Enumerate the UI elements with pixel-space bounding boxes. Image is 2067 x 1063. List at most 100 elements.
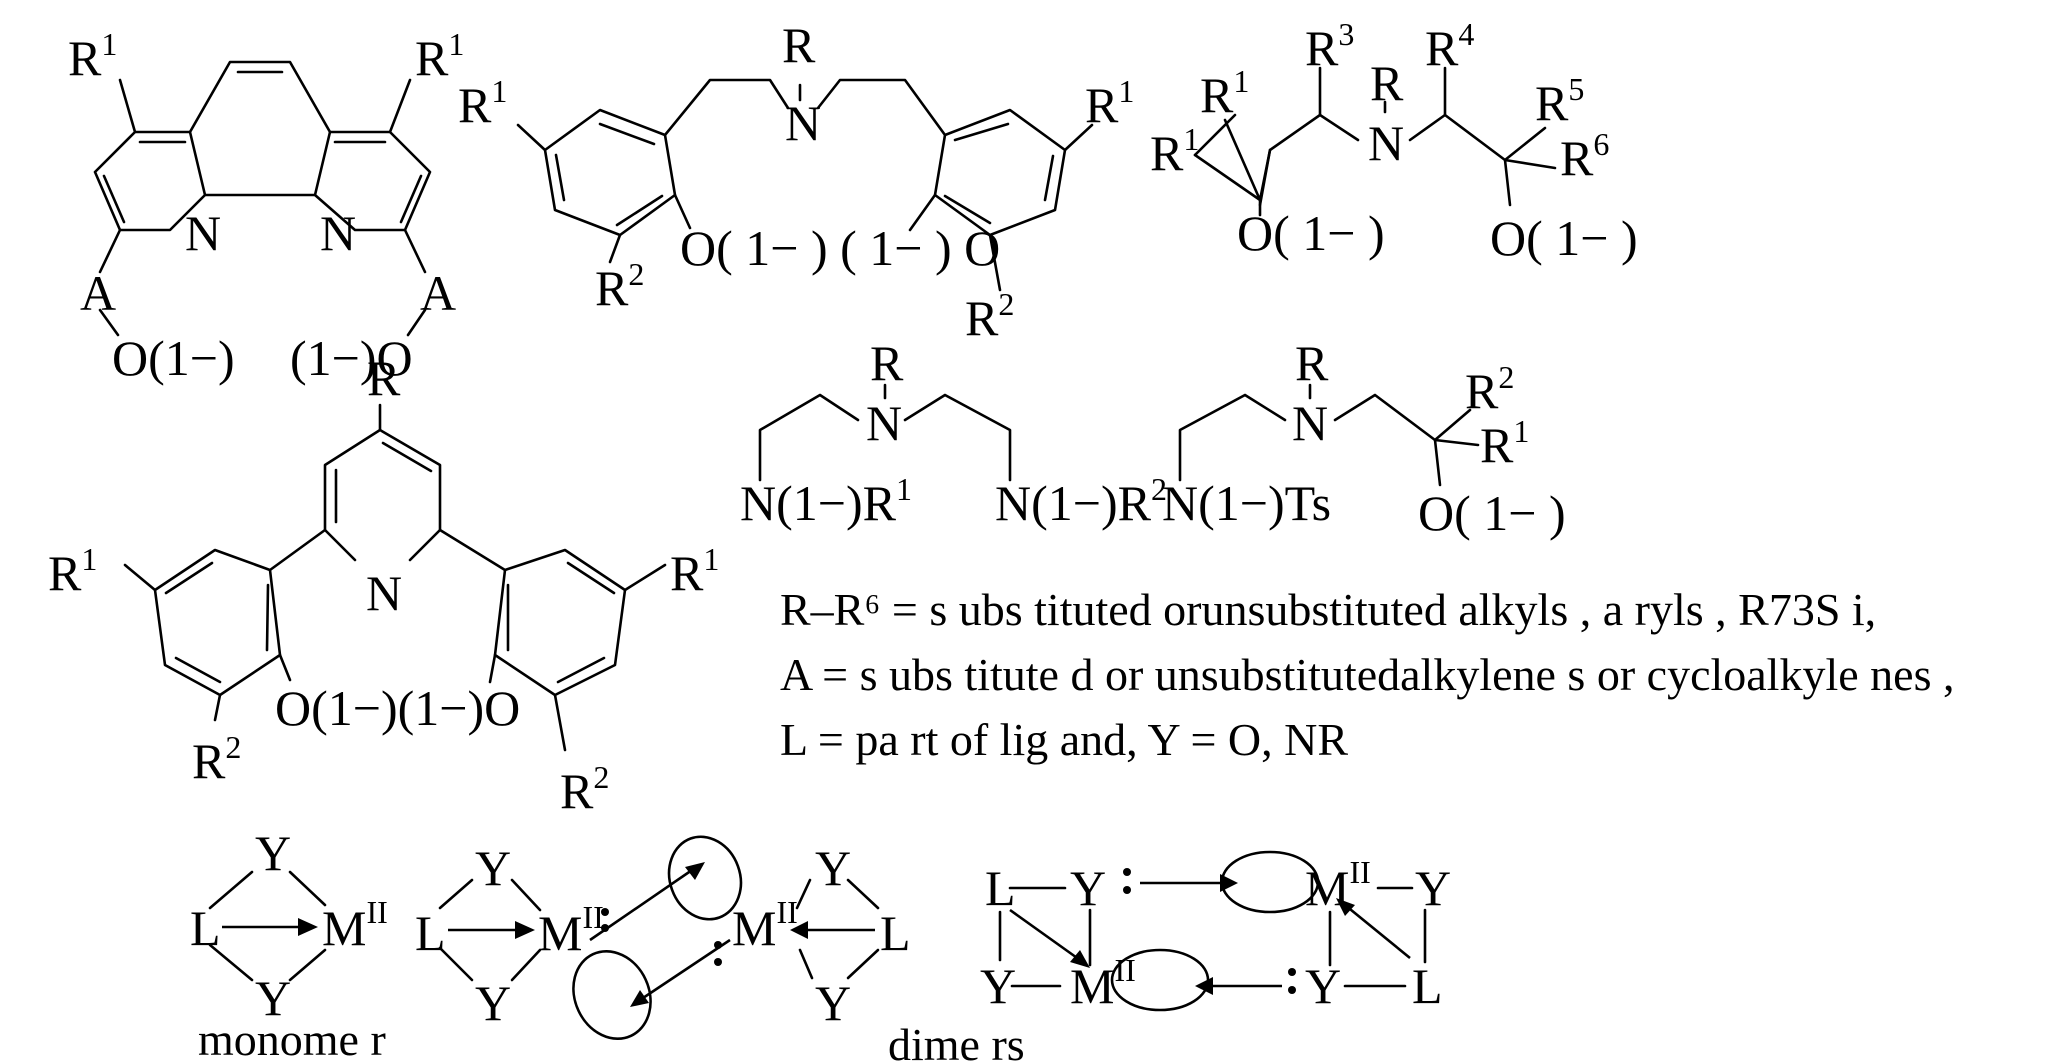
amino-dialkoxide-ligand: R1 R1 R3 R N R4 R5 R6 O( 1− ) O( 1− )	[1150, 16, 1638, 266]
atom-label-r: R1	[458, 73, 507, 133]
dimer-scheme-1: Y L MII Y MII Y L Y	[415, 835, 911, 1040]
bond	[1503, 158, 1557, 170]
bond-double	[554, 153, 566, 202]
amide-label: N(1−)R2	[995, 471, 1167, 531]
bond-double	[943, 194, 992, 225]
bonds	[188, 60, 332, 197]
bond	[510, 948, 542, 982]
atom-label-r: R5	[1535, 71, 1584, 131]
bond-double	[1043, 154, 1055, 202]
atom-label-r: R2	[192, 729, 241, 789]
arrowhead	[1220, 874, 1238, 892]
atom-label-r: R	[870, 335, 904, 391]
bond	[98, 308, 120, 337]
bond-double	[265, 583, 270, 652]
phenoxide-label: O(1−)(1−)O	[275, 680, 520, 736]
alkoxide-label: O(1−)	[112, 330, 235, 386]
atom-label-r: R	[1370, 55, 1404, 111]
bond	[795, 878, 812, 910]
bond	[118, 78, 137, 134]
dimer-scheme-2: L Y MII Y Y MII Y L dime rs	[888, 850, 1451, 1063]
bond	[1258, 148, 1272, 207]
lone-pair-dot	[601, 908, 609, 916]
donation-arrow	[589, 866, 696, 942]
bond	[123, 563, 157, 592]
bond	[98, 228, 122, 274]
coordination-arrow	[1344, 903, 1411, 960]
definition-line-1: R–R⁶ = s ubs tituted orunsubstituted alk…	[780, 584, 1876, 635]
bond	[908, 193, 937, 232]
arrowhead	[630, 990, 649, 1007]
bonds	[1178, 393, 1287, 482]
atom-label-n: N	[785, 95, 821, 151]
arrowhead	[298, 918, 318, 936]
lone-pair-dot	[1288, 968, 1296, 976]
bond	[608, 233, 622, 264]
bond-double	[381, 441, 433, 473]
atom-label-r: R1	[1085, 73, 1134, 133]
arrowhead	[515, 921, 535, 939]
definition-line-3: L = pa rt of lig and, Y = O, NR	[780, 714, 1348, 765]
bonds	[323, 428, 382, 562]
phenanthroline-ligand: R1 R1 N N A A O(1−) (1−)O	[68, 26, 464, 386]
bond	[438, 946, 474, 982]
bond	[1433, 408, 1472, 442]
metal-label: MII	[1305, 854, 1371, 916]
atom-label-r: R4	[1425, 16, 1474, 76]
bonds	[816, 78, 947, 137]
bond-double	[399, 174, 423, 224]
amine-bisphenolate-ligand: R1 R N R1 R2 O( 1− ) ( 1− ) O R2	[458, 17, 1134, 346]
lone-pair-dot	[1123, 886, 1131, 894]
arrowhead	[790, 921, 808, 939]
atom-label-l: L	[190, 900, 221, 956]
coordination-arrow	[1009, 908, 1081, 962]
atom-label-r: R1	[48, 541, 97, 601]
bond	[798, 948, 814, 980]
lone-pair-dot	[1288, 986, 1296, 994]
bond	[510, 878, 542, 912]
atom-label-y: Y	[255, 970, 291, 1026]
bond	[516, 123, 547, 152]
atom-label-r: R1	[670, 541, 719, 601]
amide-label: N(1−)Ts	[1162, 475, 1331, 531]
atom-label-y: Y	[475, 975, 511, 1031]
orbital-lobe	[667, 835, 743, 921]
bond	[1063, 123, 1094, 152]
bonds	[758, 393, 860, 482]
alkoxide-label: (1−)O	[290, 330, 413, 386]
atom-label-n: N	[185, 205, 221, 261]
bond	[208, 870, 254, 910]
atom-label-y: Y	[815, 975, 851, 1031]
bonds	[663, 78, 790, 137]
atom-label-n: N	[1292, 395, 1328, 451]
bonds	[378, 428, 442, 562]
atom-label-r: R6	[1560, 126, 1609, 186]
bond-double	[598, 122, 656, 146]
lone-pair-dot	[1123, 868, 1131, 876]
caption-dimers: dime rs	[888, 1019, 1025, 1063]
bonds	[1333, 393, 1442, 487]
definitions: R–R⁶ = s ubs tituted orunsubstituted alk…	[780, 584, 1954, 765]
donation-arrow	[639, 938, 731, 1002]
amide-label: N(1−)R1	[740, 471, 912, 531]
atom-label-r: R1	[68, 26, 117, 86]
bond	[846, 948, 880, 980]
polyamine-ligand: R N N(1−)R1 N(1−)R2 N(1−)Ts R N R2 R1 O(…	[740, 335, 1566, 541]
metal-label: MII	[322, 894, 388, 956]
bond	[673, 193, 692, 230]
atom-label-r: R1	[1150, 121, 1199, 181]
bond	[388, 78, 412, 134]
bond	[278, 653, 292, 682]
bond	[553, 693, 567, 752]
orbital-lobe	[1220, 850, 1320, 914]
bonds	[153, 548, 282, 697]
atom-label-a: A	[420, 265, 456, 321]
pyridine-bisphenolate-ligand: R N R1 R1 O(1−)(1−)O R2 R2	[48, 350, 719, 819]
atom-label-n: N	[366, 565, 402, 621]
atom-label-l: L	[1412, 958, 1443, 1014]
bond	[403, 228, 427, 274]
atom-label-y: Y	[815, 840, 851, 896]
atom-label-l: L	[415, 905, 446, 961]
metal-label: MII	[1070, 952, 1136, 1014]
